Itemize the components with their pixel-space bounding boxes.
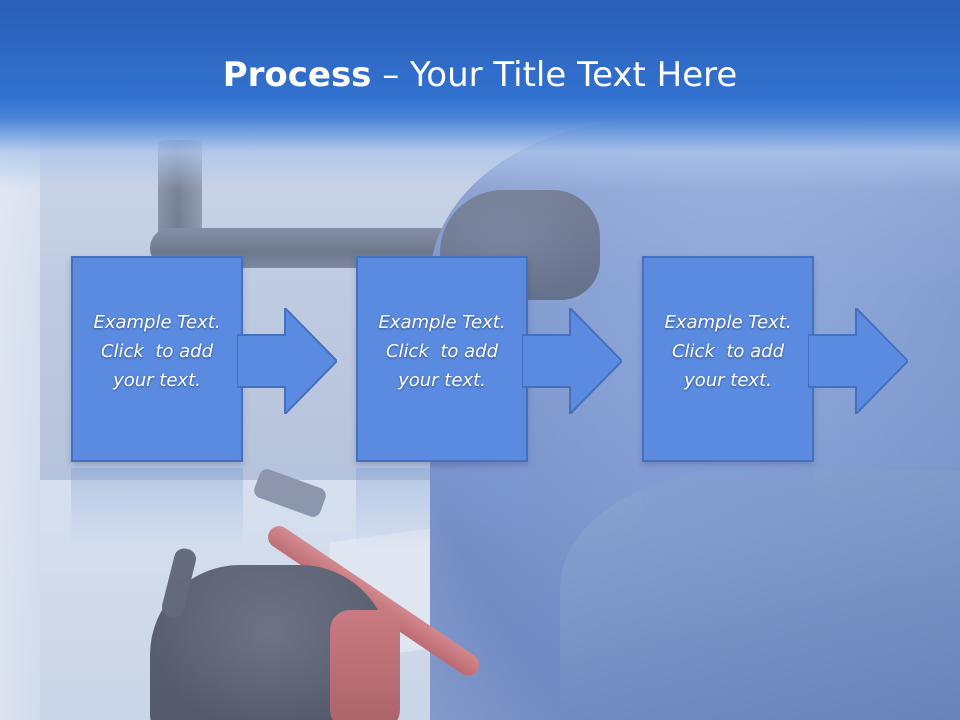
step-text[interactable]: Example Text. Click to add your text.	[644, 308, 812, 395]
slide-title[interactable]: Process – Your Title Text Here	[0, 52, 960, 98]
arrow-right-icon	[808, 308, 908, 414]
step-text-line: your text.	[113, 370, 201, 391]
arrow-right-icon	[237, 308, 337, 414]
process-step-3[interactable]: Example Text. Click to add your text.	[642, 256, 912, 468]
step-text-line: your text.	[684, 370, 772, 391]
step-text-line: Example Text.	[93, 312, 221, 333]
step-text-line: Click to add	[671, 341, 784, 362]
step-text-line: Example Text.	[378, 312, 506, 333]
step-text-line: Click to add	[385, 341, 498, 362]
step-box[interactable]	[642, 256, 814, 462]
step-text-line: Example Text.	[664, 312, 792, 333]
process-step-1[interactable]: Example Text. Click to add your text.	[71, 256, 341, 468]
step-text-line: Click to add	[100, 341, 213, 362]
step-reflection	[356, 468, 528, 548]
title-band	[0, 0, 960, 190]
step-text-line: your text.	[398, 370, 486, 391]
step-text[interactable]: Example Text. Click to add your text.	[358, 308, 526, 395]
step-reflection	[71, 468, 243, 548]
arrow-right-icon	[522, 308, 622, 414]
title-rest: – Your Title Text Here	[371, 55, 738, 95]
step-text[interactable]: Example Text. Click to add your text.	[73, 308, 241, 395]
step-box[interactable]	[71, 256, 243, 462]
process-step-2[interactable]: Example Text. Click to add your text.	[356, 256, 626, 468]
title-bold: Process	[222, 55, 372, 95]
step-reflection	[642, 468, 814, 548]
